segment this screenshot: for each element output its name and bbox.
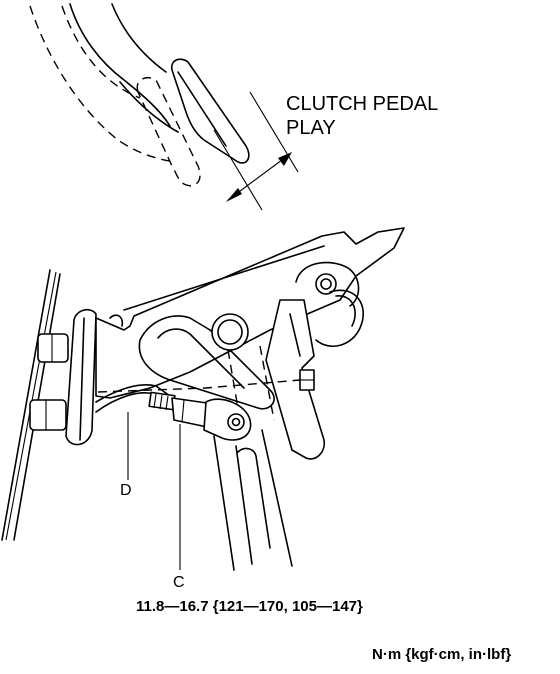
pedal-top-view xyxy=(29,3,299,211)
pedal-assembly xyxy=(1,227,405,571)
part-label-d: D xyxy=(120,482,132,499)
clutch-pedal-play-label: CLUTCH PEDAL xyxy=(286,93,439,115)
torque-units: N·m {kgf·cm, in·lbf} xyxy=(372,646,512,663)
part-label-c: C xyxy=(173,574,185,591)
clutch-pedal-play-label-2: PLAY xyxy=(286,117,336,139)
torque-spec: 11.8—16.7 {121—170, 105—147} xyxy=(136,598,363,615)
